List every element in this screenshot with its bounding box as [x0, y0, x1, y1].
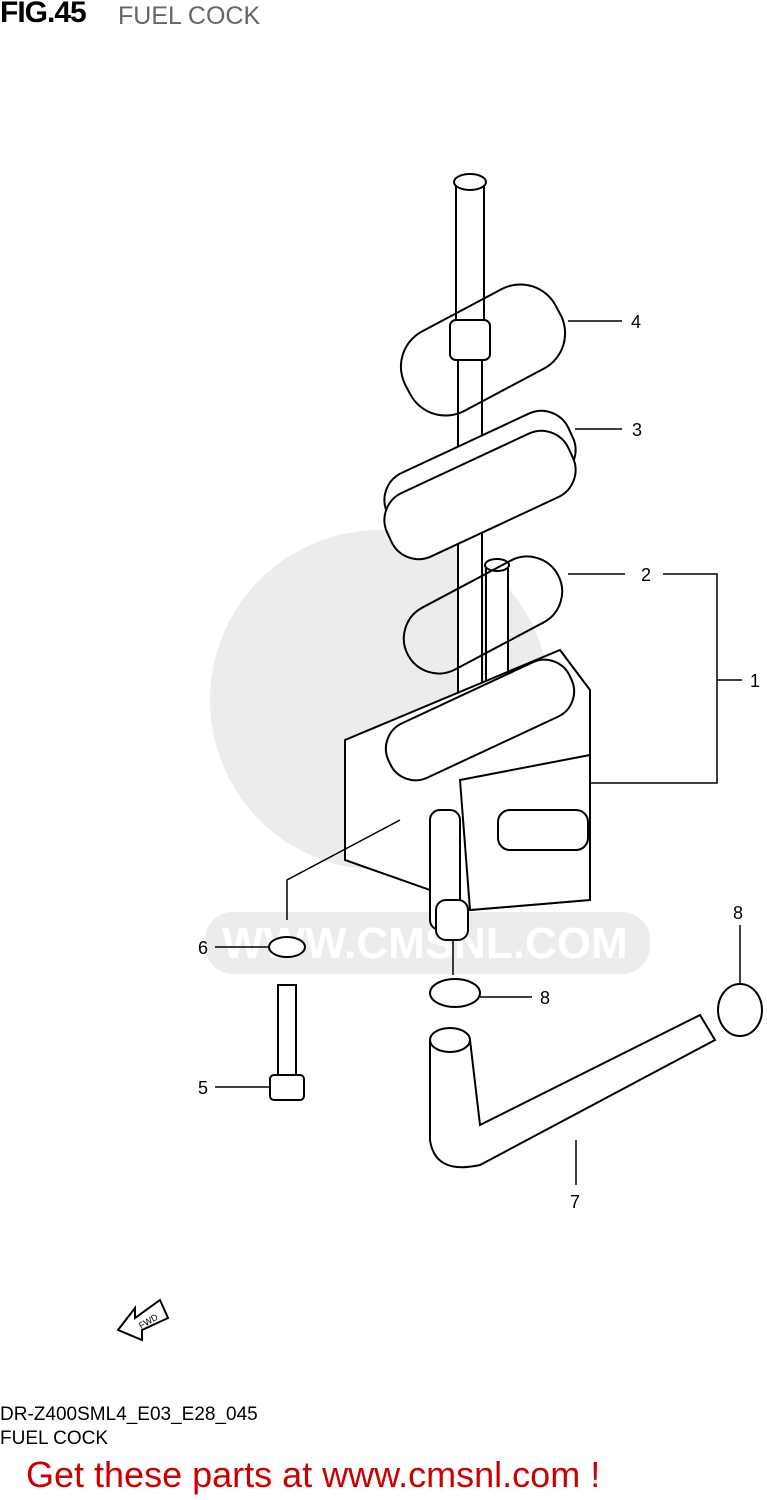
callout-6: 6: [198, 938, 208, 958]
footer-caption: FUEL COCK: [0, 1428, 109, 1449]
part-5-bolt: [269, 984, 305, 1101]
callout-2: 2: [641, 565, 651, 585]
promo-link[interactable]: Get these parts at www.cmsnl.com !: [26, 1454, 601, 1495]
part-8-clamp: [429, 978, 481, 1008]
part-1-fuel-cock-body: [344, 648, 591, 941]
part-8-clamp-2: [717, 983, 763, 1037]
callout-8-right: 8: [733, 903, 743, 923]
callout-4: 4: [631, 312, 641, 332]
callout-7: 7: [570, 1192, 580, 1212]
part-6-washer: [268, 936, 306, 958]
callout-3: 3: [632, 420, 642, 440]
page-title: FUEL COCK: [118, 2, 261, 30]
callout-1: 1: [750, 671, 760, 691]
callout-8: 8: [540, 988, 550, 1008]
callout-5: 5: [198, 1078, 208, 1098]
model-code: DR-Z400SML4_E03_E28_045: [0, 1404, 258, 1425]
part-4-strainer: [399, 173, 567, 721]
part-7-hose: [429, 1013, 717, 1169]
part-3-gasket: [383, 409, 577, 561]
leader-lines: [215, 320, 742, 1185]
fwd-arrow-icon: [116, 1298, 170, 1342]
figure-number: FIG.45: [0, 0, 87, 29]
part-2-oring: [402, 555, 564, 696]
